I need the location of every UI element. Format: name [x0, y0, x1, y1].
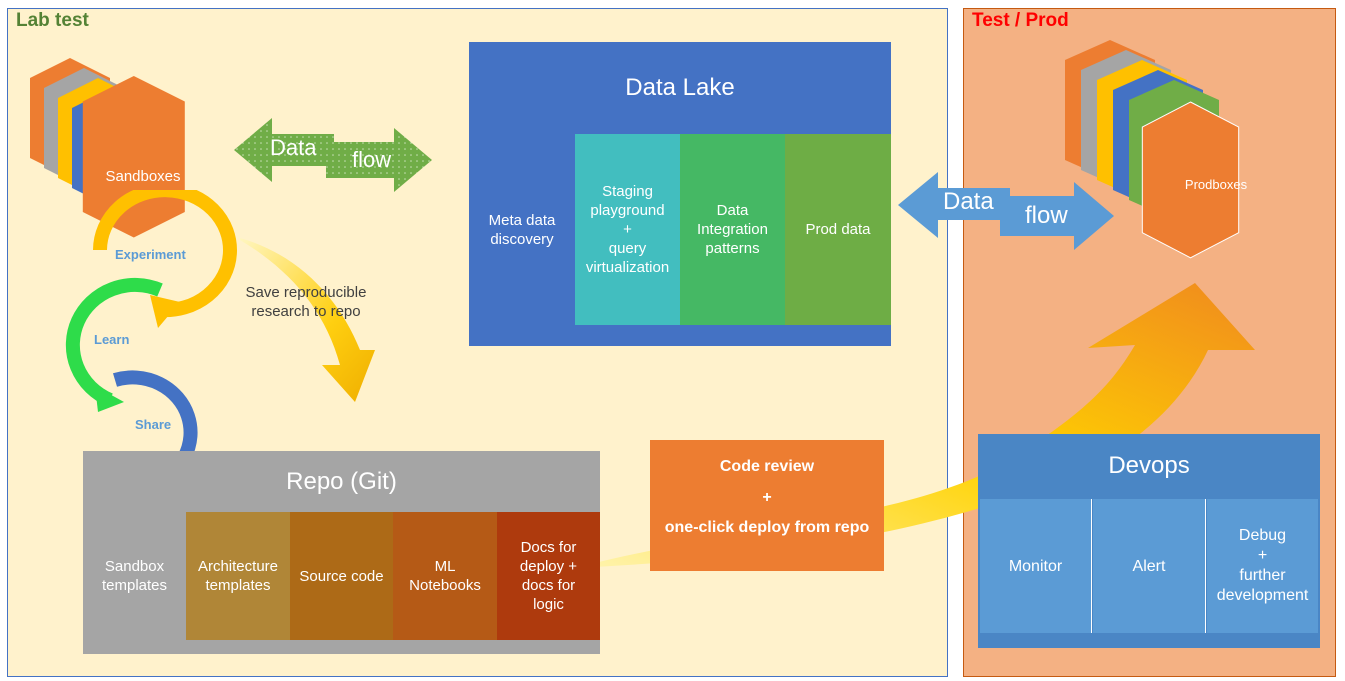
repo-cell-ml-notebooks: ML Notebooks — [393, 512, 497, 640]
repo-git: Repo (Git) Sandbox templates Architectur… — [83, 451, 600, 654]
save-reproducible-note: Save reproducible research to repo — [245, 284, 367, 320]
data-lake-cell-integration: Data Integration patterns — [680, 134, 785, 325]
code-review-box: Code review + one-click deploy from repo — [650, 440, 884, 571]
dataflow-left-data: Data — [270, 135, 317, 160]
repo-title: Repo (Git) — [286, 467, 397, 495]
sandboxes-label: Sandboxes — [105, 168, 181, 185]
dataflow-left-flow: flow — [352, 147, 392, 172]
devops-title: Devops — [1108, 452, 1190, 479]
devops: Devops Monitor Alert Debug + further dev… — [978, 434, 1320, 648]
code-review-line3: one-click deploy from repo — [664, 519, 870, 536]
data-lake-cell-prod: Prod data — [785, 134, 891, 325]
learn-ring — [65, 277, 163, 407]
data-lake-cell-staging: Staging playground + query virtualizatio… — [575, 134, 680, 325]
data-lake-title: Data Lake — [625, 74, 735, 101]
flow-arrow-right — [1000, 182, 1114, 250]
dataflow-right-data: Data — [943, 188, 994, 215]
devops-cell-alert: Alert — [1093, 499, 1206, 633]
save-arrow-shape — [240, 238, 375, 402]
data-lake: Data Lake Meta data discovery Staging pl… — [469, 42, 891, 346]
experiment-ring — [93, 190, 237, 318]
data-lake-cell-meta: Meta data discovery — [469, 134, 575, 325]
repo-cell-sandbox-templates: Sandbox templates — [83, 512, 186, 640]
devops-cell-debug: Debug + further development — [1207, 499, 1318, 633]
repo-cell-source-code: Source code — [290, 512, 393, 640]
repo-cell-docs: Docs for deploy + docs for logic — [497, 512, 600, 640]
flow-arrow-right — [326, 128, 432, 192]
code-review-plus: + — [762, 489, 772, 506]
share-label: Share — [135, 417, 172, 432]
deploy-arrow-shape — [575, 283, 1255, 568]
experiment-label: Experiment — [115, 247, 186, 262]
prodboxes-stack — [1065, 40, 1240, 259]
data-arrow-left — [234, 118, 334, 182]
test-prod-title: Test / Prod — [972, 10, 1069, 31]
lab-test-title: Lab test — [16, 10, 89, 31]
learn-label: Learn — [94, 332, 130, 347]
cycle-arrows — [65, 190, 237, 490]
code-review-line1: Code review — [719, 458, 815, 475]
dataflow-right-flow: flow — [1025, 202, 1068, 229]
dataflow-right-arrow — [898, 172, 1114, 250]
prodboxes-label: Prodboxes — [1184, 177, 1248, 192]
dataflow-left-arrow — [234, 118, 432, 192]
devops-cell-monitor: Monitor — [980, 499, 1092, 633]
data-arrow-left — [898, 172, 1010, 238]
repo-cell-architecture-templates: Architecture templates — [186, 512, 290, 640]
